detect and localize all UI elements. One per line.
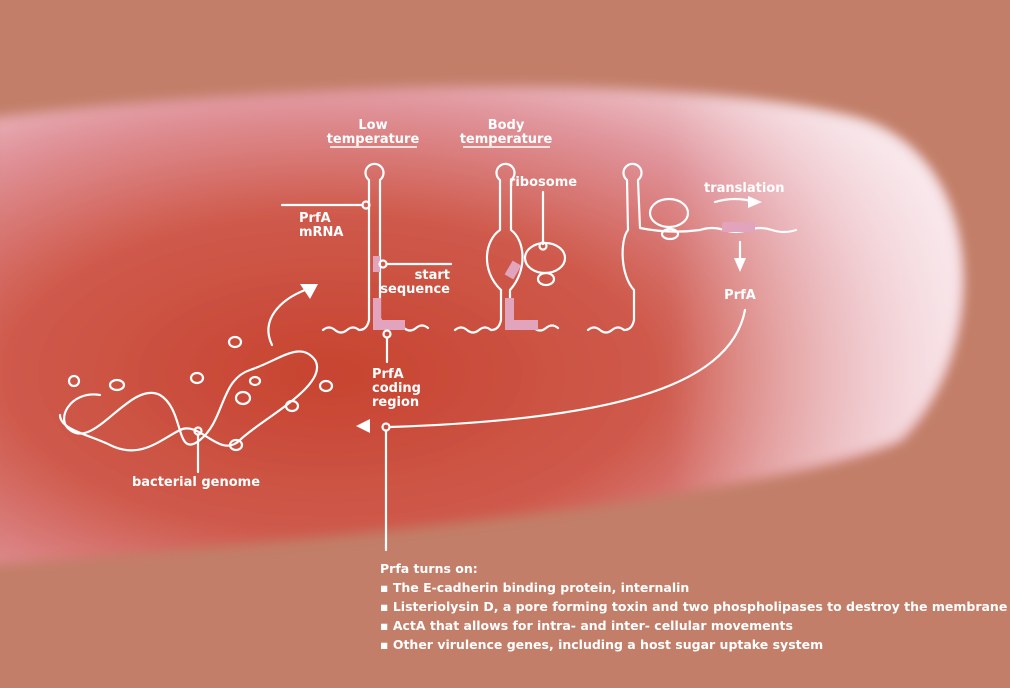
svg-text:temperature: temperature [327, 132, 420, 147]
mrna-hairpin-body-temp [453, 162, 567, 334]
translation-label: translation [704, 181, 784, 196]
svg-text:sequence: sequence [380, 282, 450, 297]
caption-item: The E-cadherin binding protein, internal… [380, 578, 1007, 597]
mrna-hairpin-low-temp [280, 162, 453, 364]
svg-text:region: region [372, 395, 419, 410]
svg-text:Low: Low [358, 118, 387, 133]
caption-item: Listeriolysin D, a pore forming toxin an… [380, 597, 1007, 616]
svg-text:PrfA: PrfA [299, 211, 331, 226]
bacterial-genome [58, 284, 334, 474]
caption-item: Other virulence genes, including a host … [380, 635, 1007, 654]
body-temperature-heading: Body temperature [460, 118, 553, 148]
prfa-coding-region-label: PrfA coding region [372, 367, 421, 410]
svg-text:PrfA: PrfA [372, 367, 404, 382]
prfa-protein-label: PrfA [724, 288, 756, 303]
ribosome-label: ribosome [509, 175, 577, 190]
svg-text:temperature: temperature [460, 132, 553, 147]
bacterial-genome-label: bacterial genome [132, 475, 260, 490]
svg-text:coding: coding [372, 381, 421, 396]
start-sequence-label: start sequence [380, 268, 450, 297]
prfa-mrna-label: PrfA mRNA [299, 211, 344, 240]
low-temperature-heading: Low temperature [327, 118, 420, 148]
svg-text:mRNA: mRNA [299, 225, 344, 240]
svg-text:Body: Body [488, 118, 525, 133]
prfa-caption: Prfa turns on: The E-cadherin binding pr… [380, 559, 1007, 654]
caption-item: ActA that allows for intra- and inter- c… [380, 616, 1007, 635]
bacterium-cell [0, 86, 962, 565]
svg-text:start: start [415, 268, 450, 283]
caption-title: Prfa turns on: [380, 561, 478, 576]
mrna-translation [356, 162, 798, 552]
